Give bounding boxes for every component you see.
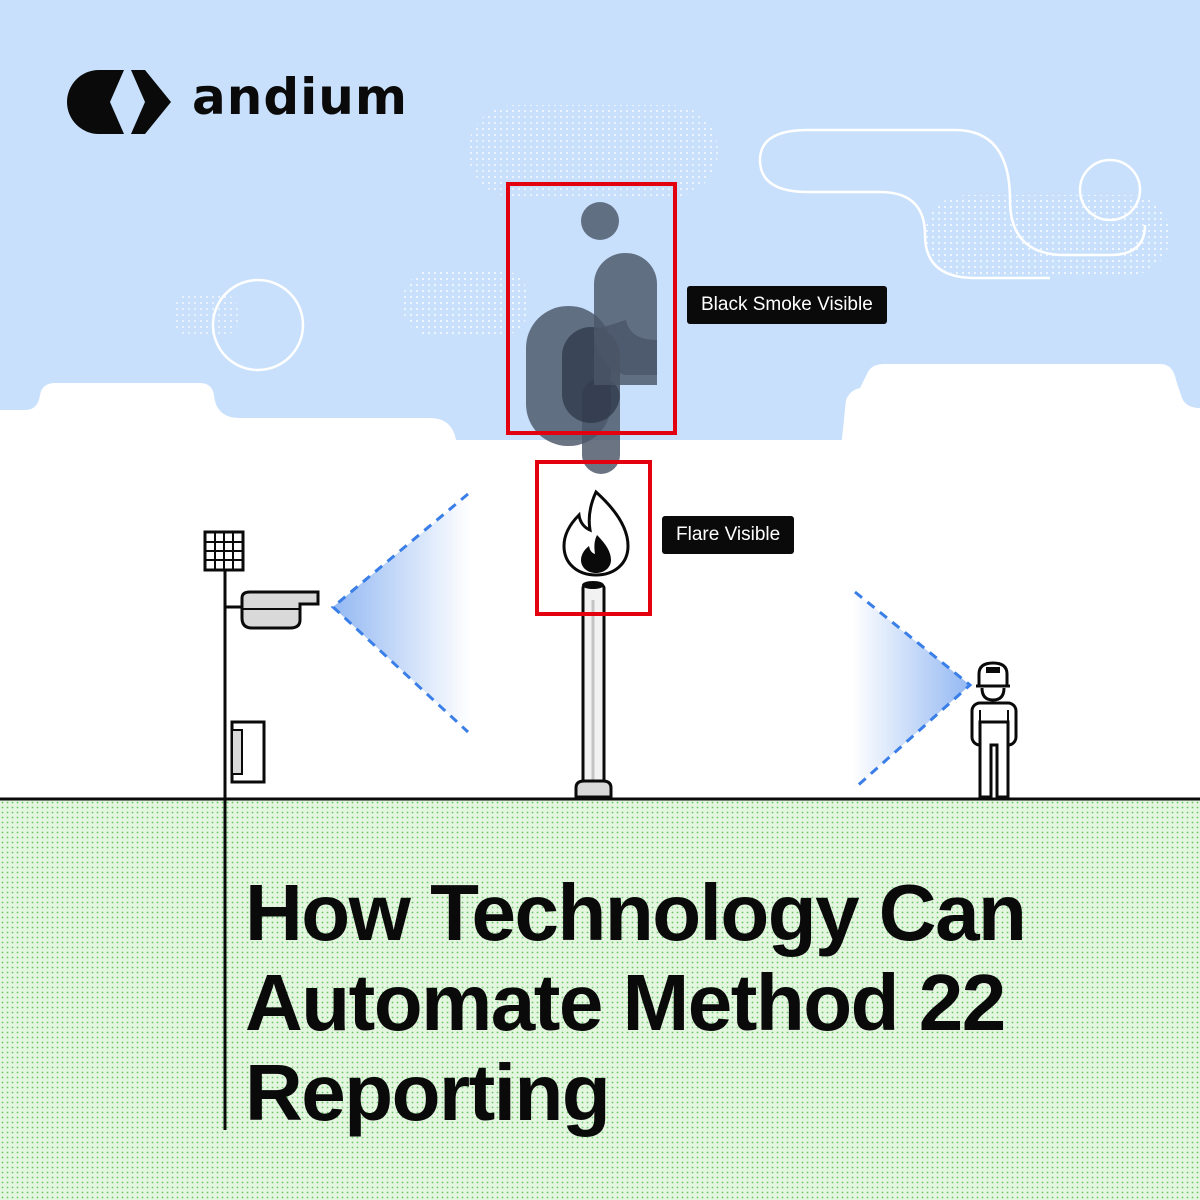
andium-logo-mark-icon: [67, 70, 171, 134]
ground: [0, 797, 1200, 1200]
flare-stack-icon: [574, 581, 613, 799]
left-camera-view-cone: [330, 492, 470, 734]
flare-label: Flare Visible: [662, 516, 795, 554]
right-camera-view-cone: [852, 590, 973, 790]
flame-icon: [562, 489, 630, 577]
headline-line: Automate Method 22: [245, 958, 1006, 1047]
camera-pole: [203, 530, 320, 1130]
smoke-detection-box: [506, 182, 677, 435]
brand-name: andium: [192, 68, 408, 126]
black-smoke-label: Black Smoke Visible: [687, 286, 887, 324]
black-smoke-plume: [526, 202, 657, 474]
sky-decorations: [172, 105, 1170, 372]
headline: How Technology Can Automate Method 22 Re…: [245, 868, 1165, 1138]
solar-panel-icon: [203, 530, 245, 572]
headline-line: Reporting: [245, 1048, 611, 1137]
headline-line: How Technology Can: [245, 868, 1027, 957]
security-camera-icon: [225, 590, 320, 630]
junction-box-icon: [230, 720, 266, 784]
flare-detection-box: [535, 460, 652, 616]
worker-icon: [970, 661, 1018, 799]
